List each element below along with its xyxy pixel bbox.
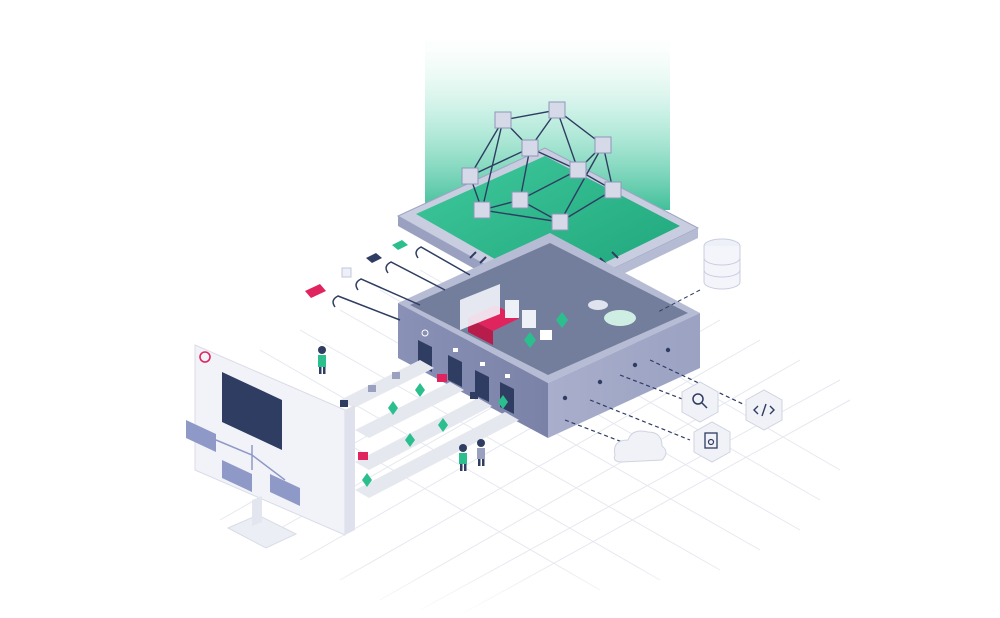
output-links xyxy=(564,359,746,446)
network-nodes xyxy=(461,101,622,231)
person-near-monitor xyxy=(318,346,326,374)
belt-items xyxy=(340,372,508,487)
box-gateways xyxy=(418,329,514,414)
code-icon xyxy=(745,389,783,431)
box-interior-modules xyxy=(460,284,636,348)
database-icon xyxy=(657,238,741,313)
monitor-org-chart xyxy=(186,420,300,506)
monitor xyxy=(186,344,355,549)
people xyxy=(318,346,485,471)
processing-box xyxy=(398,233,700,438)
document-settings-icon xyxy=(693,421,731,463)
conveyor-belts xyxy=(340,360,519,498)
cloud-icon xyxy=(613,430,667,463)
input-cables xyxy=(332,246,471,321)
person-on-floor-2 xyxy=(477,439,485,466)
monitor-screen-panel xyxy=(222,372,282,450)
search-icon xyxy=(681,381,719,423)
person-on-floor-1 xyxy=(459,444,467,471)
floor-fade xyxy=(0,560,1000,618)
ai-beam xyxy=(425,40,670,210)
swirl-logo-icon xyxy=(199,351,211,363)
box-ports xyxy=(562,347,671,401)
input-data-tokens xyxy=(305,240,408,298)
